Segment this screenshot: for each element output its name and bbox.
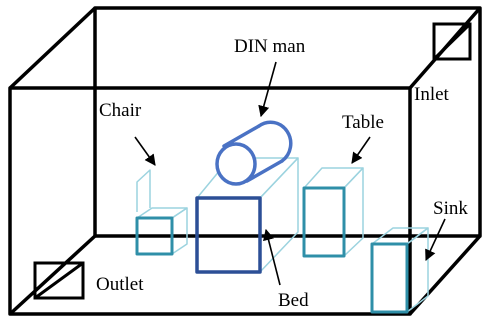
chair-arrow	[134, 136, 156, 166]
chair	[135, 169, 188, 256]
outlet-label: Outlet	[96, 274, 144, 295]
inlet-vent	[432, 22, 472, 61]
sink	[370, 227, 429, 314]
bed-arrow	[263, 228, 281, 286]
sink-label: Sink	[433, 198, 468, 219]
din-man-arrow	[258, 61, 277, 118]
sink-arrow	[425, 218, 446, 262]
table-arrow	[351, 136, 371, 164]
pointer-arrows	[134, 61, 446, 286]
room-edge-top-left	[8, 6, 97, 90]
bed-label: Bed	[278, 290, 309, 311]
inlet-label: Inlet	[414, 84, 450, 105]
din-man-label: DIN man	[234, 36, 306, 57]
chair-label: Chair	[99, 100, 142, 121]
table	[302, 167, 364, 258]
outlet-vent	[33, 261, 85, 300]
din-man	[215, 120, 293, 186]
room-box	[8, 6, 482, 316]
room-front-face	[8, 86, 412, 316]
room-back-face	[93, 6, 482, 238]
room-edge-bottom-left	[8, 234, 97, 316]
table-label: Table	[342, 112, 384, 133]
